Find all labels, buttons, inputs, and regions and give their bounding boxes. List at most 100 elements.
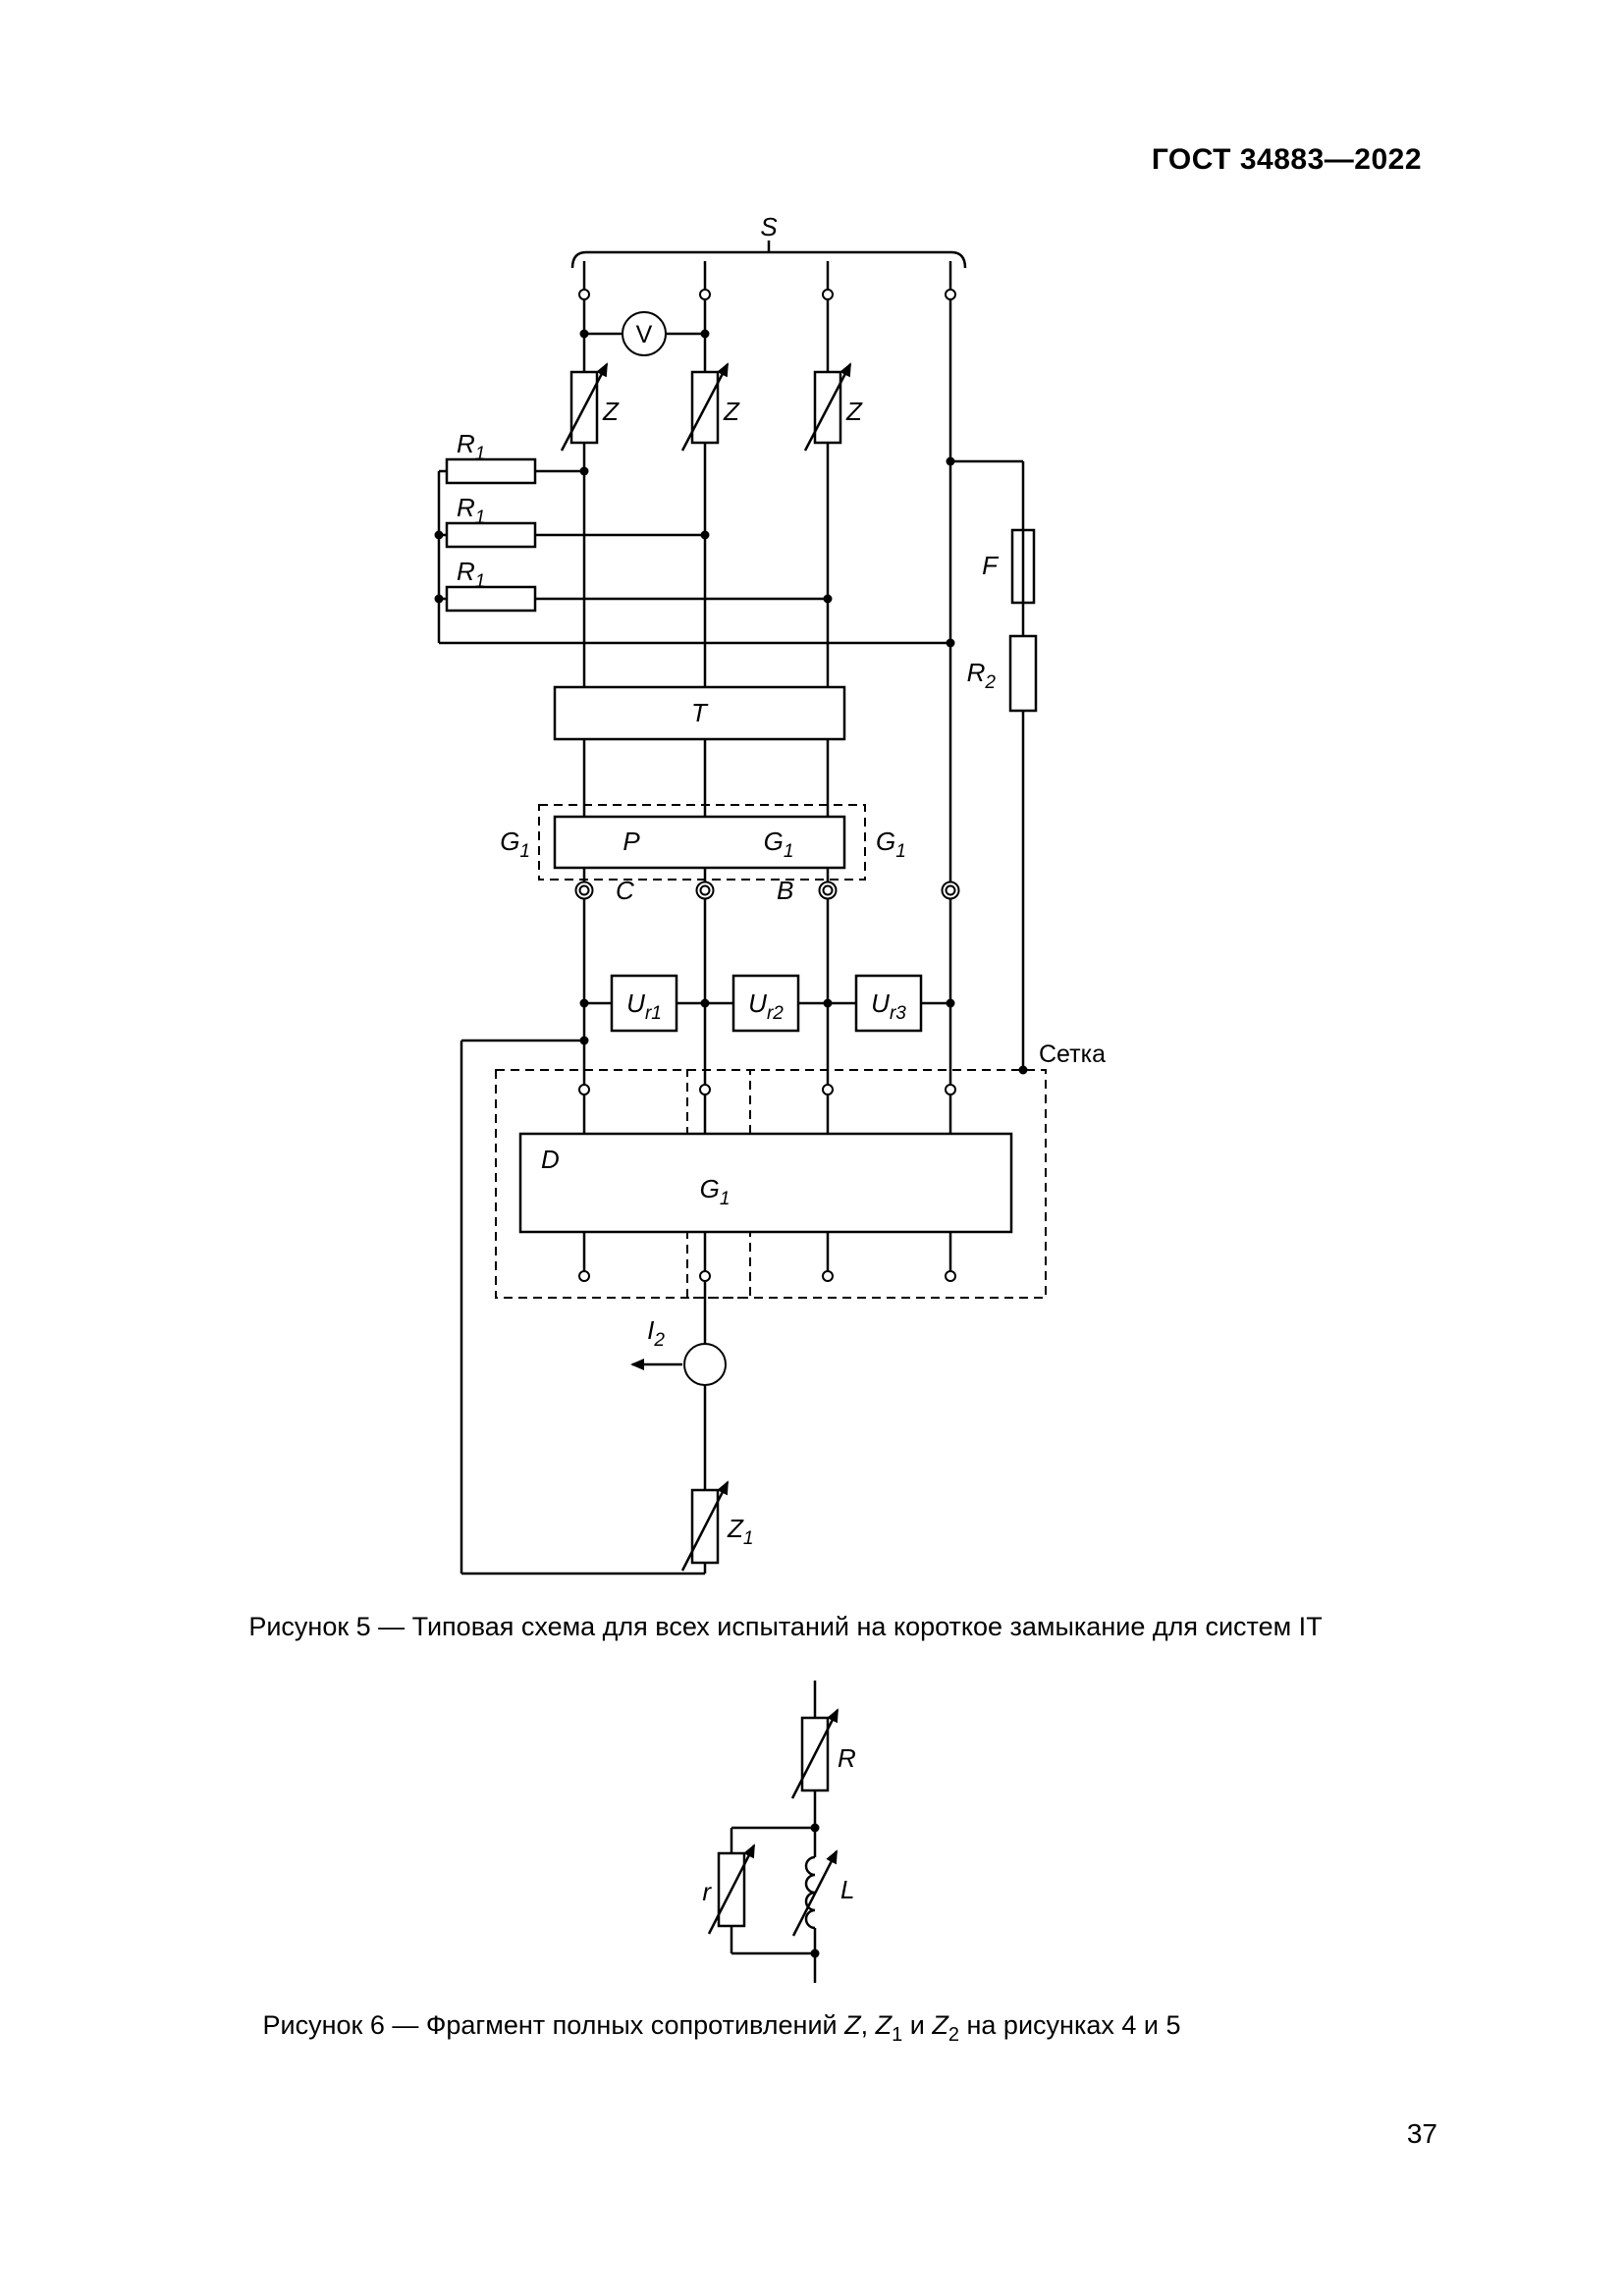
supply-terminal <box>578 289 590 300</box>
impedance-z3-box <box>813 370 842 445</box>
label-grid: Сетка <box>1039 1041 1106 1068</box>
document-header: ГОСТ 34883—2022 <box>1151 143 1422 176</box>
relay-ur1-box <box>610 974 678 1033</box>
label-c: C <box>616 876 634 905</box>
caption-subscript: 1 <box>892 2024 903 2046</box>
junction-dot <box>700 530 710 540</box>
caption-text: Z <box>875 2010 893 2040</box>
dut-terminal <box>699 1270 711 1282</box>
label-r2: R2 <box>967 658 997 693</box>
transformer-t-box <box>553 685 846 741</box>
connector-terminal <box>578 884 590 896</box>
junction-dot <box>579 998 589 1008</box>
figure5-caption: Рисунок 5 — Типовая схема для всех испыт… <box>248 1612 1323 1641</box>
label-t: T <box>691 698 709 727</box>
junction-dot <box>434 530 444 540</box>
label-g1: G1 <box>764 827 794 862</box>
junction-dot <box>434 594 444 604</box>
dut-terminal <box>822 1084 834 1095</box>
label-r-series: R <box>838 1743 856 1773</box>
s-dimension-bracket <box>570 250 967 269</box>
junction-dot <box>946 456 955 466</box>
label-i2: I2 <box>647 1315 665 1351</box>
junction-dot <box>810 1949 820 1958</box>
label-ur1: Ur1 <box>626 988 662 1024</box>
label-voltmeter: V <box>636 321 653 348</box>
label-g1: G1 <box>876 827 906 862</box>
fuse-f-box <box>1010 528 1036 605</box>
dut-terminal <box>578 1084 590 1095</box>
supply-terminal <box>822 289 834 300</box>
caption-text: Z <box>932 2010 948 2040</box>
label-g1: G1 <box>700 1174 731 1209</box>
caption-subscript: 2 <box>947 2024 959 2046</box>
label-z: Z <box>602 397 620 426</box>
label-l: L <box>840 1875 854 1904</box>
junction-dot <box>823 594 833 604</box>
relay-ur2-box <box>731 974 800 1033</box>
dut-terminal <box>822 1270 834 1282</box>
device-p-box <box>553 815 846 870</box>
label-s: S <box>760 212 778 241</box>
variable-arrow <box>680 1480 730 1572</box>
variable-arrow <box>791 1849 839 1937</box>
label-g1: G1 <box>500 827 530 862</box>
connector-terminal <box>822 884 834 896</box>
supply-terminal <box>945 289 956 300</box>
label-z: Z <box>845 397 863 426</box>
connector-terminal <box>699 884 711 896</box>
junction-dot <box>810 1823 820 1833</box>
label-f: F <box>982 551 1000 580</box>
voltmeter-circle <box>622 311 667 356</box>
resistor-r1-box <box>445 585 537 613</box>
figure6-schematic: R r L <box>702 1681 856 1983</box>
resistor-r1-box <box>445 521 537 549</box>
label-r1: R1 <box>457 557 485 592</box>
dut-dashed-enclosure <box>495 1069 1047 1299</box>
label-r1: R1 <box>457 493 485 528</box>
label-z1: Z1 <box>727 1514 753 1549</box>
variable-arrow <box>790 1708 839 1799</box>
label-z: Z <box>723 397 740 426</box>
resistor-r2-box <box>1008 634 1038 713</box>
junction-dot <box>700 329 710 339</box>
label-p: P <box>623 827 640 856</box>
connector-terminal <box>945 884 956 896</box>
caption-text: Z <box>844 2010 861 2040</box>
variable-arrow <box>680 362 730 452</box>
relay-ur3-box <box>854 974 923 1033</box>
junction-dot <box>946 998 955 1008</box>
label-d: D <box>541 1145 560 1174</box>
caption-text: и <box>902 2010 933 2040</box>
g1-dashed-boundary <box>538 804 866 881</box>
variable-arrow <box>707 1843 756 1935</box>
supply-terminal <box>699 289 711 300</box>
junction-dot <box>700 998 710 1008</box>
label-r-parallel: r <box>702 1877 712 1906</box>
figure5-schematic: S V Z Z Z R1 R1 R1 F R2 T G1 P G1 G1 C B… <box>434 212 1106 1575</box>
junction-dot <box>579 329 589 339</box>
caption-text: Рисунок 6 — Фрагмент полных сопротивлени… <box>262 2010 845 2040</box>
resistor-r1-box <box>445 457 537 485</box>
current-probe-circle <box>683 1343 727 1386</box>
page-number: 37 <box>1406 2118 1437 2149</box>
dut-terminal <box>699 1084 711 1095</box>
label-r1: R1 <box>457 429 485 464</box>
grid-junction-dot <box>1018 1065 1028 1075</box>
dut-terminal <box>945 1084 956 1095</box>
junction-dot <box>946 638 955 648</box>
junction-dot <box>579 466 589 476</box>
variable-arrow <box>560 362 609 452</box>
caption-text: на рисунках 4 и 5 <box>959 2010 1181 2040</box>
junction-dot <box>823 998 833 1008</box>
variable-arrow <box>803 362 852 452</box>
caption-text: , <box>860 2010 876 2040</box>
impedance-z2-box <box>690 370 720 445</box>
label-b: B <box>777 876 793 905</box>
dut-terminal <box>945 1270 956 1282</box>
junction-dot <box>579 1036 589 1045</box>
label-ur2: Ur2 <box>748 988 784 1024</box>
label-ur3: Ur3 <box>871 988 906 1024</box>
